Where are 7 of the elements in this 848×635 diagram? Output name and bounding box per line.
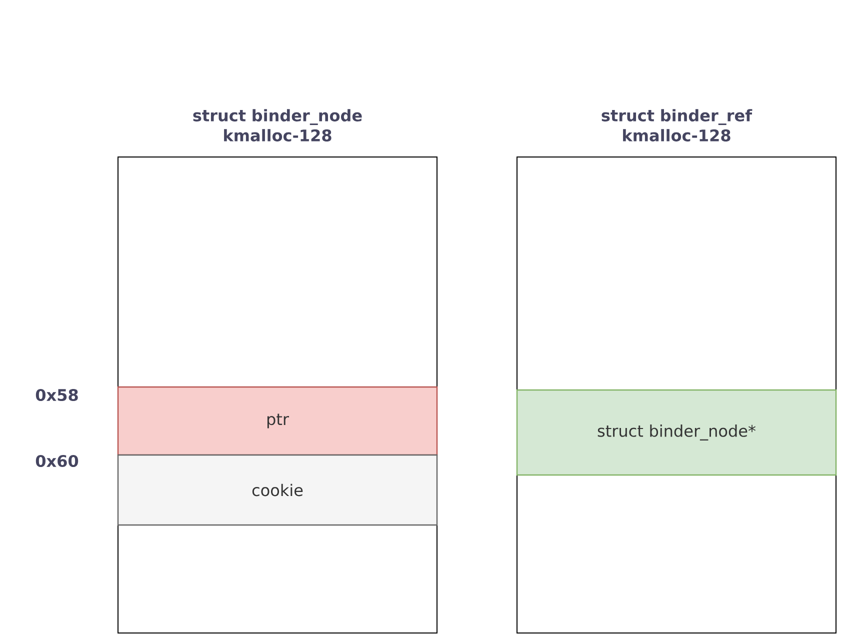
node-label: struct binder_ref kmalloc-128 <box>602 109 752 142</box>
node-label: struct binder_node kmalloc-128 <box>193 109 362 142</box>
field-box: struct binder_node* <box>516 389 837 476</box>
offset-label: 0x58 <box>36 388 78 402</box>
offset-label: 0x60 <box>36 454 78 468</box>
field-box: cookie <box>117 454 438 526</box>
field-box: ptr <box>117 386 438 456</box>
